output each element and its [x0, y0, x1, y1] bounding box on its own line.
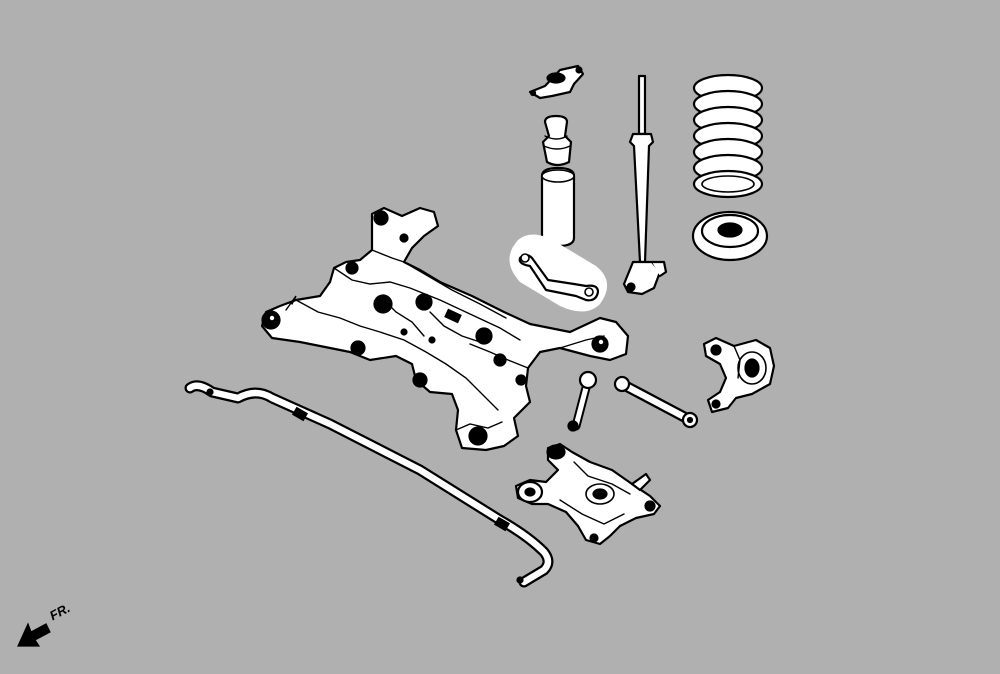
- lateral-link: [613, 375, 699, 429]
- stabilizer-bar: [184, 380, 554, 588]
- stabilizer-link: [567, 370, 598, 432]
- dust-boot: [540, 166, 576, 248]
- coil-spring: [692, 73, 764, 199]
- upper-strut-mount: [528, 64, 585, 100]
- rear-upper-arm-highlight: [509, 234, 608, 312]
- spring-seat: [691, 210, 769, 262]
- shock-absorber: [622, 74, 668, 296]
- rear-lower-arm: [514, 442, 662, 546]
- rear-subframe: [260, 206, 630, 452]
- bump-stop: [541, 114, 573, 167]
- rear-knuckle: [702, 336, 776, 414]
- front-direction-arrow-icon: [17, 622, 51, 647]
